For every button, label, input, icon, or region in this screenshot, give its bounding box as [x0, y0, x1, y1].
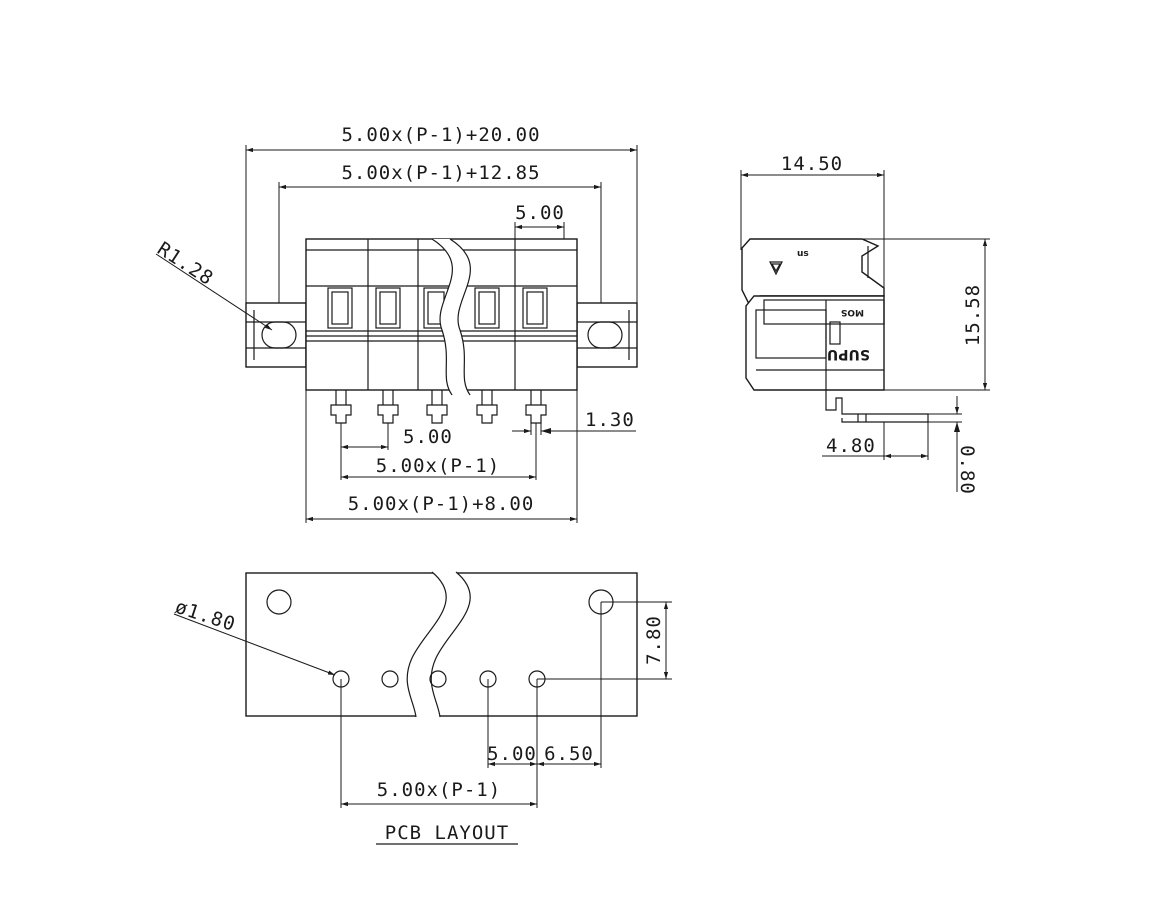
marking-code: MOS — [841, 307, 864, 317]
pcb-layout: ø1.80 7.80 5.00 6.50 5.00x(P-1) PCB LAYO… — [172, 571, 672, 845]
right-flange — [576, 302, 638, 368]
pitch-label: 5.00 — [487, 743, 537, 765]
body-width-label: 5.00x(P-1)+8.00 — [348, 493, 535, 515]
pin-width-label: 1.30 — [585, 409, 635, 431]
marking-model: SUPU — [827, 346, 870, 362]
side-body-top — [741, 238, 885, 308]
left-flange — [245, 302, 307, 368]
front-view: 5.00x(P-1)+20.00 5.00x(P-1)+12.85 5.00 — [153, 124, 638, 523]
pin-span-label: 5.00x(P-1) — [376, 455, 500, 477]
depth-label: 14.50 — [781, 153, 843, 175]
pin-hole — [429, 670, 447, 688]
span-label: 5.00x(P-1) — [377, 779, 501, 801]
side-body-bottom — [745, 295, 885, 391]
radius-label: R1.28 — [153, 238, 217, 290]
right-mount-slot — [587, 321, 623, 349]
pin-hole — [381, 670, 399, 688]
height-label: 15.58 — [962, 284, 984, 346]
screw-windows — [327, 287, 548, 329]
pins — [330, 390, 547, 424]
side-view: 14.50 15.58 us MOS SUPU 4.80 0 — [740, 153, 990, 495]
pin-pitch-label: 5.00 — [403, 426, 453, 448]
left-mount-slot — [261, 321, 297, 349]
pcb-layout-title: PCB LAYOUT — [385, 822, 509, 844]
flange-width-label: 5.00x(P-1)+12.85 — [341, 162, 540, 184]
pitch-top-label: 5.00 — [515, 202, 565, 224]
row-offset-label: 7.80 — [643, 615, 665, 665]
cert-mark: us — [797, 249, 809, 259]
hole-diameter-label: ø1.80 — [172, 596, 238, 636]
pin-offset-label: 4.80 — [826, 435, 876, 457]
overall-width-label: 5.00x(P-1)+20.00 — [341, 124, 540, 146]
edge-offset-label: 6.50 — [544, 743, 594, 765]
pin-thickness-label: 0.80 — [956, 445, 978, 495]
mount-hole-left — [266, 589, 292, 615]
